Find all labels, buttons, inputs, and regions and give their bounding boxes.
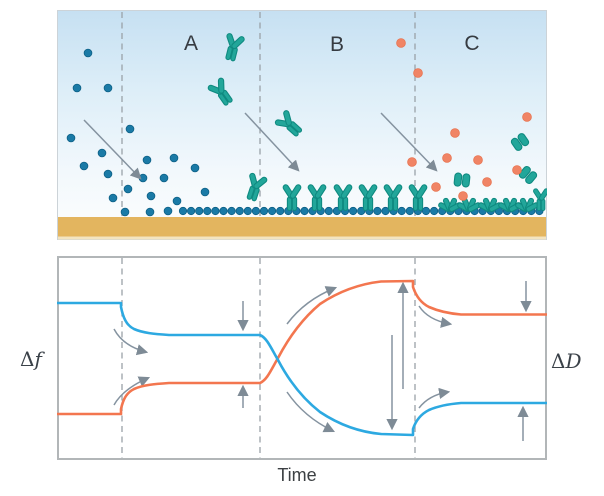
analyte-dots <box>396 38 532 201</box>
plot-panel <box>57 256 547 460</box>
plot-frame <box>57 256 547 460</box>
adsorption-arrow-left <box>83 119 142 180</box>
region-label-c: C <box>464 32 479 55</box>
frequency-curve <box>57 301 547 437</box>
step-arrow-orange-a <box>113 376 151 406</box>
y-axis-label-frequency: Δf <box>20 347 42 371</box>
small-molecule-dots <box>66 48 210 217</box>
decay-arrow-orange-c <box>418 305 453 328</box>
step-arrow-blue-a <box>113 328 149 356</box>
sensor-surface <box>58 217 546 237</box>
region-label-b: B <box>330 33 344 56</box>
rise-arrow-orange-b <box>286 286 338 325</box>
adsorption-arrow-c <box>380 112 438 172</box>
adsorption-arrow-a <box>244 112 300 172</box>
x-axis-label-time: Time <box>277 465 317 485</box>
y-axis-label-dissipation: ΔD <box>551 349 582 373</box>
dissipation-curve <box>57 279 547 416</box>
rise-arrow-blue-c <box>418 387 451 409</box>
fall-arrow-blue-b <box>286 391 336 433</box>
region-label-a: A <box>184 32 198 55</box>
sensor-surface-edge <box>58 236 546 240</box>
schematic-panel: A B C <box>57 10 547 240</box>
